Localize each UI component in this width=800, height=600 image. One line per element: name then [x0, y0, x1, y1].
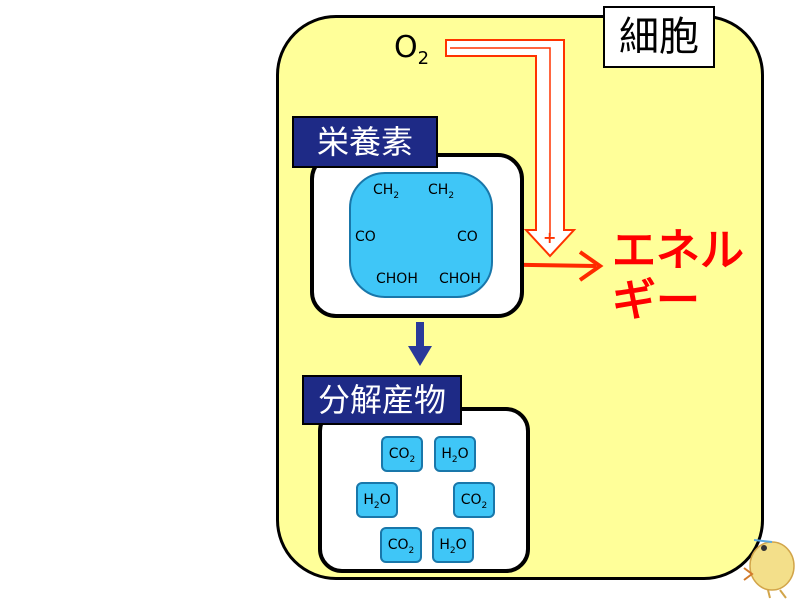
- group-co-right: CO: [457, 229, 478, 245]
- plus-sign: +: [543, 228, 557, 247]
- products-box: [318, 407, 530, 573]
- group-ch2-left: CH2: [373, 182, 400, 201]
- breakdown-arrow: [408, 322, 432, 366]
- nutrient-label: 栄養素: [292, 116, 438, 168]
- energy-label-line1: エネル: [612, 225, 744, 276]
- group-choh-left: CHOH: [376, 271, 418, 287]
- mascot-icon: [743, 539, 795, 599]
- group-co-left: CO: [355, 229, 376, 245]
- cell-label: 細胞: [603, 6, 715, 68]
- product-chip: CO2: [380, 527, 422, 563]
- group-ch2-right: CH2: [428, 182, 455, 201]
- product-chip: H2O: [356, 482, 398, 518]
- oxygen-arrow: [445, 39, 577, 258]
- product-chip: H2O: [434, 436, 476, 472]
- oxygen-label: O2: [394, 30, 430, 69]
- products-label: 分解産物: [302, 375, 462, 425]
- energy-label: エネル ギー: [612, 226, 744, 326]
- product-chip: CO2: [381, 436, 423, 472]
- product-chip: H2O: [432, 527, 474, 563]
- group-choh-right: CHOH: [439, 271, 481, 287]
- nutrient-molecule: [349, 172, 493, 298]
- energy-label-line2: ギー: [612, 275, 700, 326]
- product-chip: CO2: [453, 482, 495, 518]
